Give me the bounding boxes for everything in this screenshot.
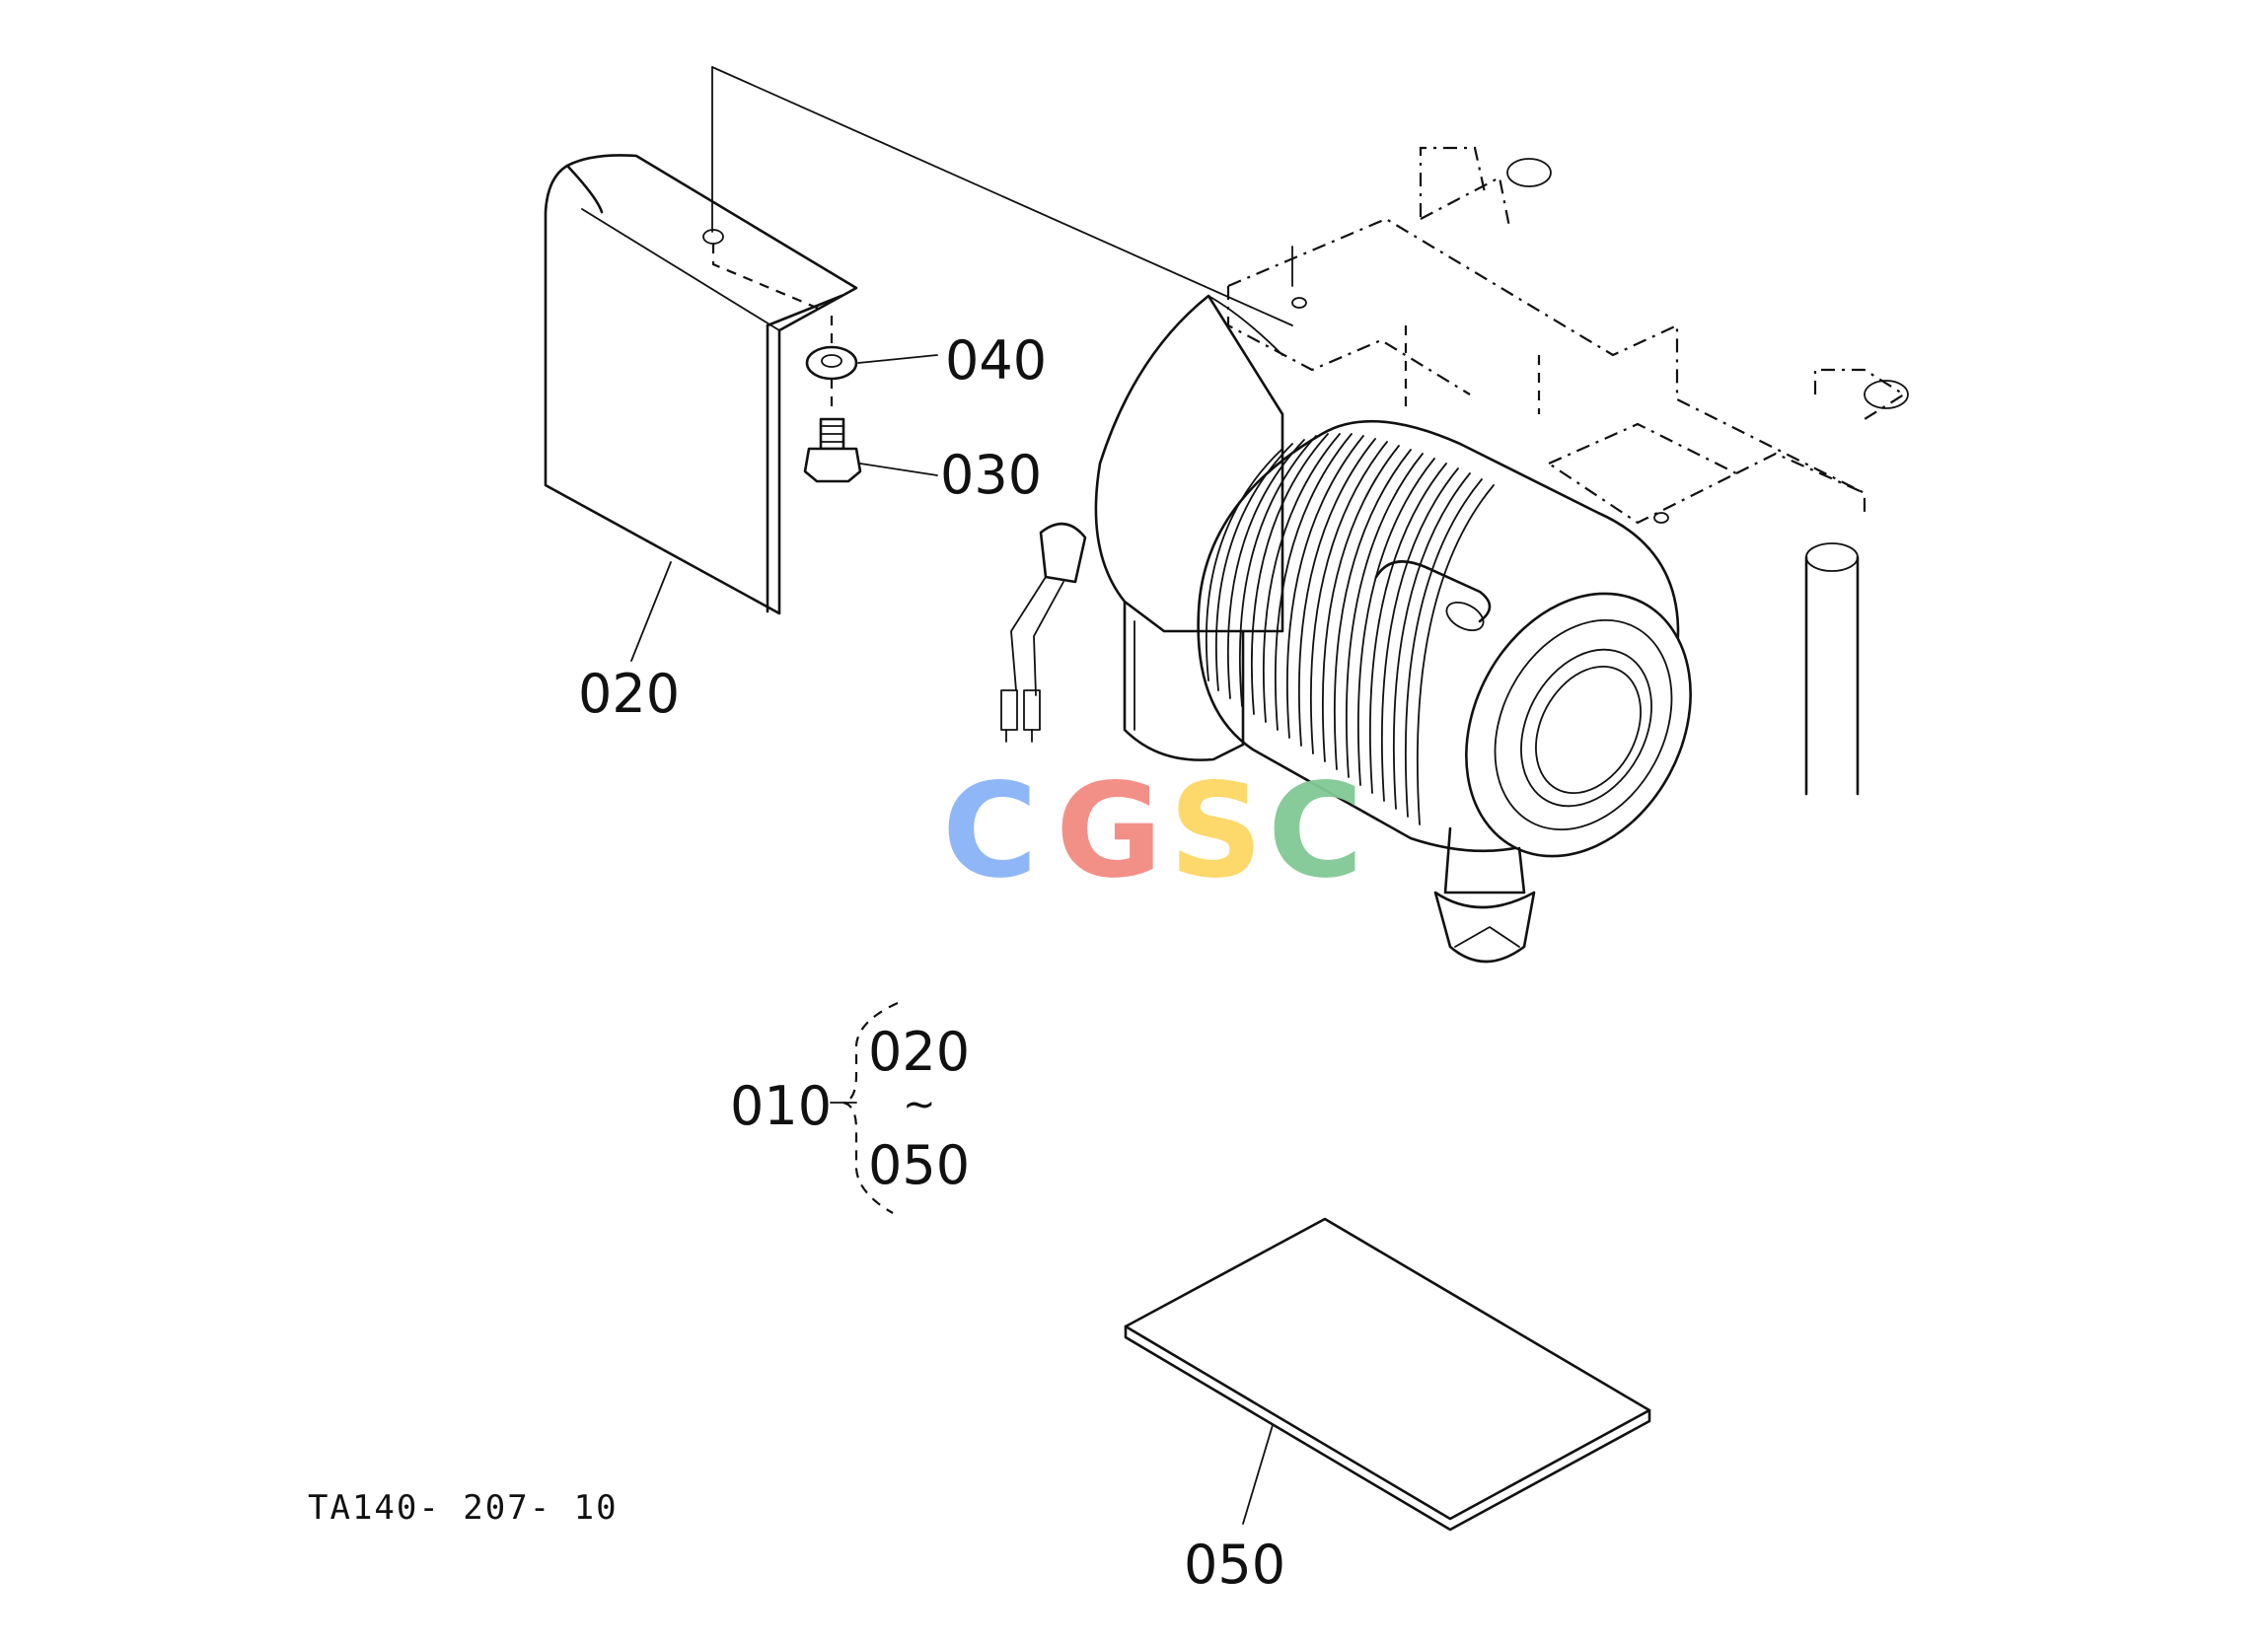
cover-plate-020 [544,154,858,662]
label-030: 030 [940,444,1042,506]
label-assembly-010: 010 [730,1075,832,1137]
label-020: 020 [578,663,680,725]
watermark-letter-s: S [1169,755,1263,907]
watermark-letter-g: G [1056,755,1162,907]
drawing-reference-code: TA140- 207- 10 [308,1488,619,1528]
watermark-logo: C G S C [942,755,1363,907]
watermark-letter-c1: C [942,755,1038,907]
washer-040 [805,345,938,381]
air-cleaner-assembly [1000,294,1692,964]
label-050: 050 [1184,1534,1285,1596]
assembly-bracket-010 [830,1001,899,1214]
watermark-letter-c2: C [1268,755,1363,907]
label-assembly-range: ~ [903,1082,936,1127]
leader-lines [711,66,1293,326]
label-assembly-050: 050 [868,1134,970,1196]
label-assembly-020: 020 [868,1021,970,1083]
mounting-frame [1226,146,1909,796]
bolt-030 [803,379,938,483]
pleated-filter-ribs [1206,433,1495,825]
label-040: 040 [945,329,1047,392]
callout-labels: 040 030 020 050 010 020 ~ 050 TA140- 207… [308,329,1285,1596]
sheet-050 [1124,1217,1651,1532]
